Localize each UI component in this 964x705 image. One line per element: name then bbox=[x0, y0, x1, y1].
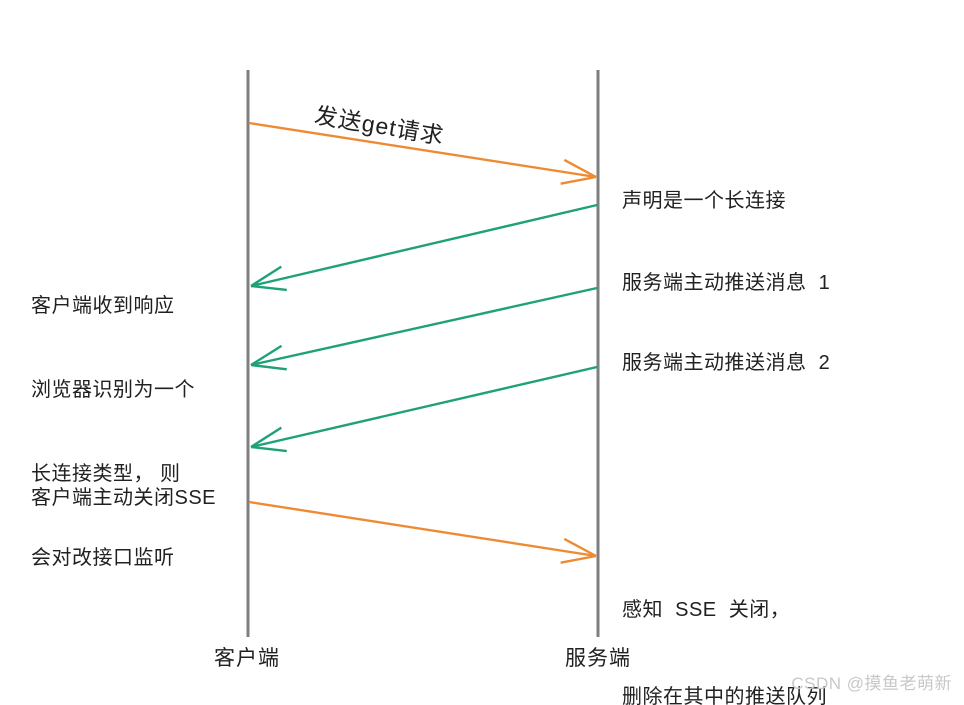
server-sense-close-line: 删除在其中的推送队列 bbox=[622, 686, 827, 705]
server-sense-close-note: 感知 SSE 关闭， 删除在其中的推送队列 bbox=[622, 538, 827, 705]
client-response-note: 客户端收到响应 浏览器识别为一个 长连接类型， 则 会对改接口监听 bbox=[31, 236, 195, 628]
server-push-1-label: 服务端主动推送消息 1 bbox=[622, 272, 831, 294]
arrow-server-push-1 bbox=[250, 286, 598, 371]
server-push-2-label: 服务端主动推送消息 2 bbox=[622, 352, 831, 374]
client-response-note-line: 浏览器识别为一个 bbox=[31, 379, 195, 401]
client-actor-label: 客户端 bbox=[214, 647, 280, 670]
server-sense-close-line: 感知 SSE 关闭， bbox=[622, 599, 791, 621]
csdn-watermark: CSDN @摸鱼老萌新 bbox=[791, 674, 952, 693]
server-actor-label: 服务端 bbox=[565, 647, 631, 670]
arrow-declare-long-connection bbox=[250, 203, 598, 292]
client-response-note-line: 长连接类型， 则 bbox=[31, 463, 181, 485]
client-close-sse-label: 客户端主动关闭SSE bbox=[31, 487, 217, 509]
client-response-note-line: 会对改接口监听 bbox=[31, 547, 175, 569]
declare-long-connection-label: 声明是一个长连接 bbox=[622, 190, 786, 212]
client-response-note-line: 客户端收到响应 bbox=[31, 295, 175, 317]
arrow-send-get-request bbox=[248, 121, 597, 185]
arrow-server-push-2 bbox=[250, 365, 598, 453]
arrow-client-close-sse bbox=[248, 500, 597, 564]
